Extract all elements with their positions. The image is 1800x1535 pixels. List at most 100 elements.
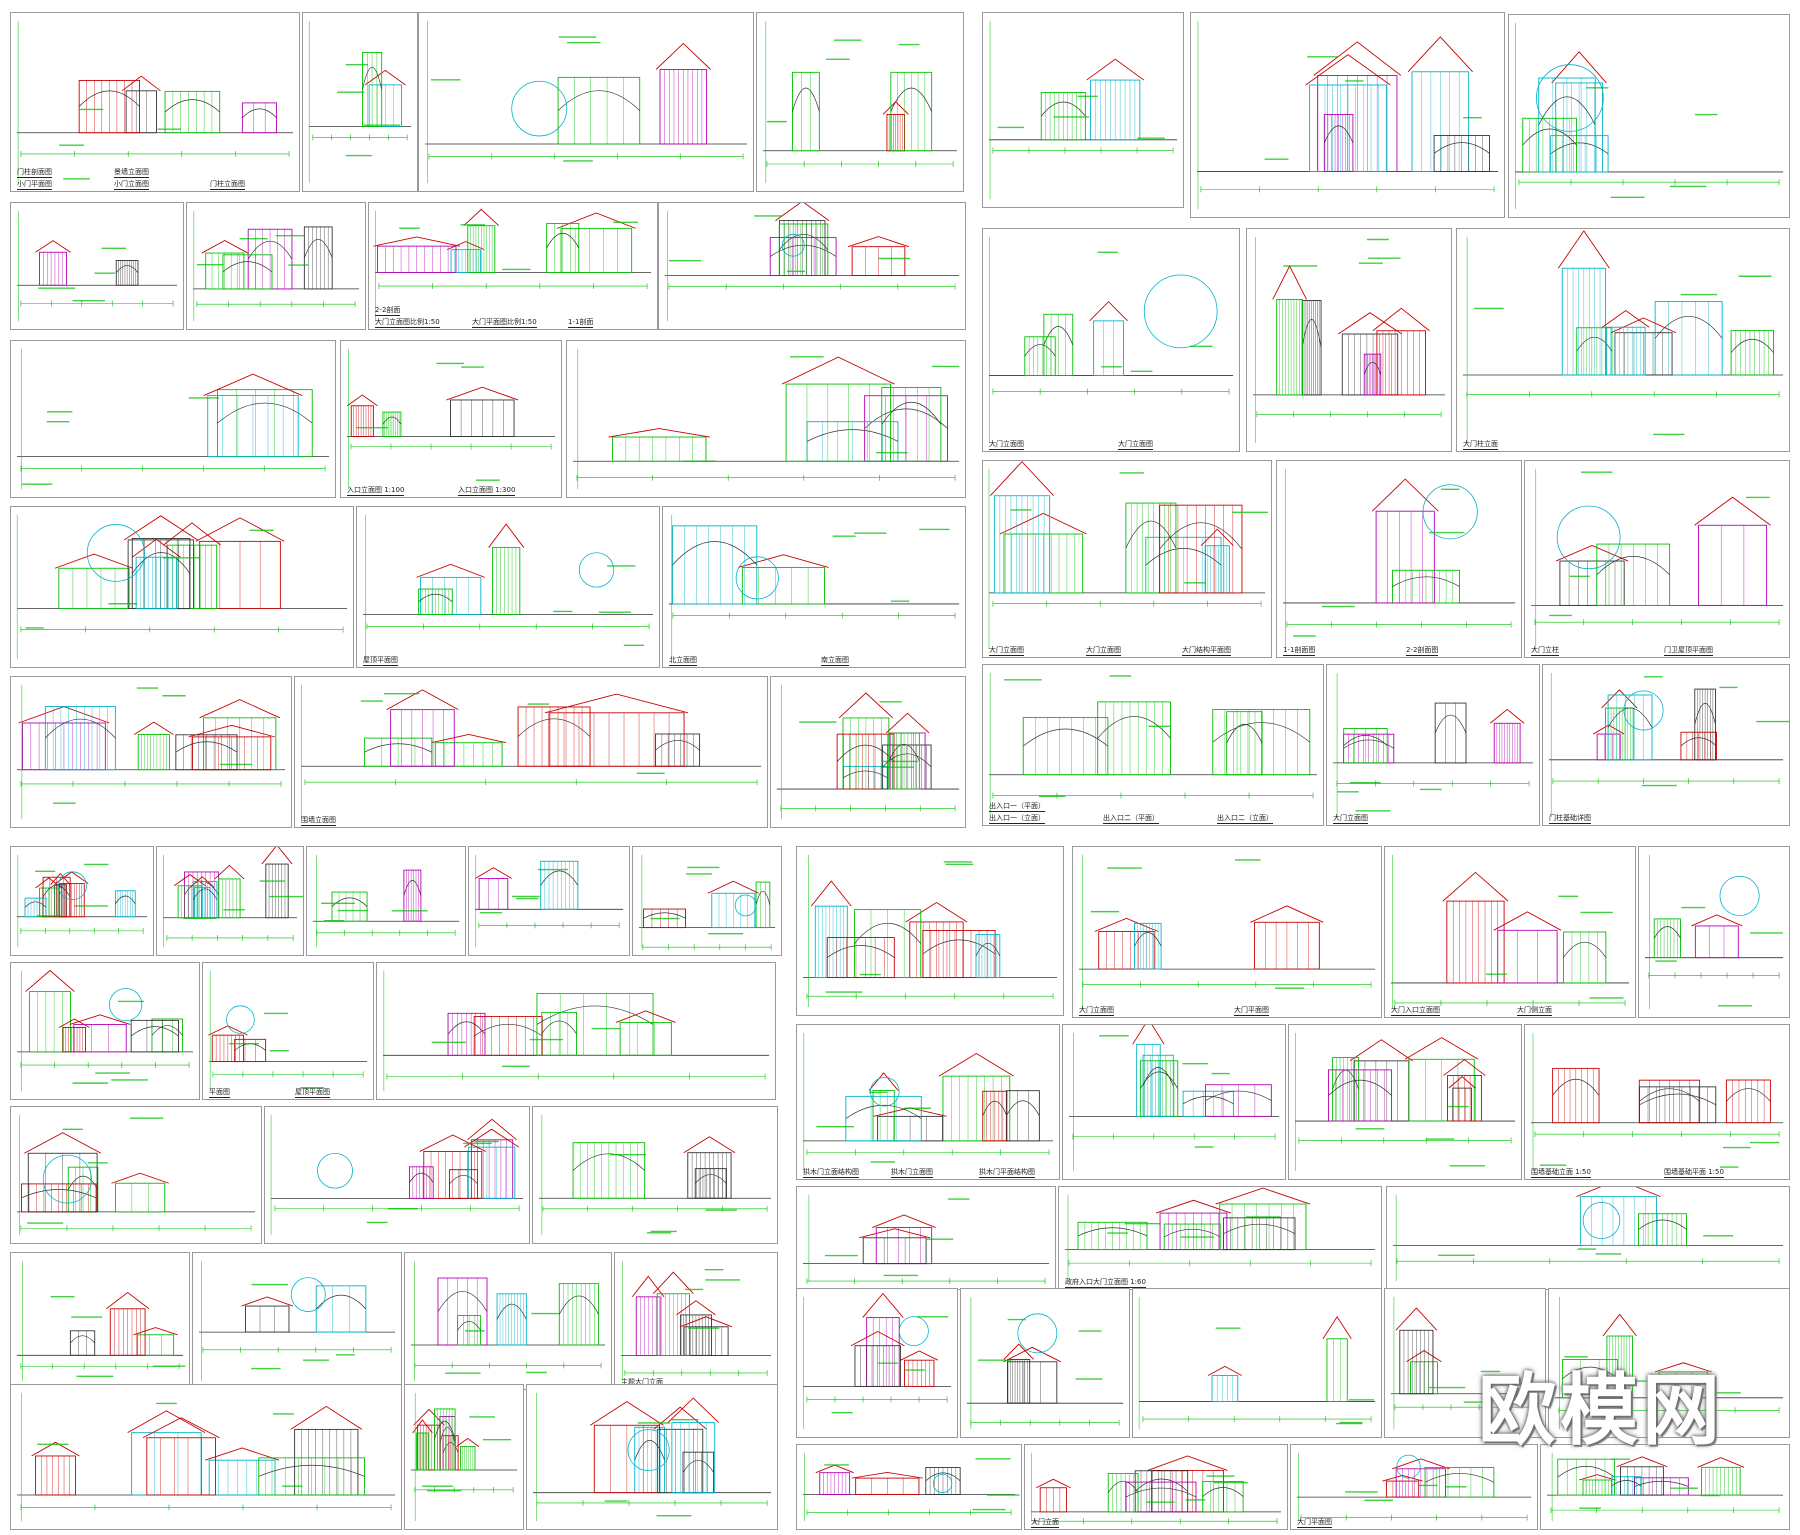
drawing-sheet-s57 — [960, 1288, 1130, 1438]
sheet-linework — [16, 1114, 256, 1236]
sheet-title-label: 门柱剖面图 — [17, 168, 52, 178]
drawing-sheet-s15: 大门立面图大门立面图 — [982, 228, 1240, 452]
sheet-linework — [192, 210, 360, 322]
sheet-title-label: 围墙立面图 — [301, 816, 336, 826]
sheet-title-label: 大门柱立面 — [1463, 440, 1498, 450]
drawing-sheet-s16 — [1246, 228, 1452, 452]
sheet-title-label: 大门立面图 — [989, 440, 1024, 450]
drawing-sheet-s39 — [10, 962, 200, 1100]
sheet-linework — [1078, 854, 1376, 1010]
drawing-sheet-s58 — [1132, 1288, 1382, 1438]
sheet-linework — [1548, 672, 1789, 818]
drawing-sheet-s62 — [404, 1384, 524, 1530]
sheet-title-label: 大门立面 — [1031, 1518, 1059, 1528]
sheet-linework — [776, 684, 960, 820]
sheet-linework — [802, 1292, 952, 1430]
drawing-sheet-s05 — [982, 12, 1184, 208]
sheet-linework — [362, 514, 654, 660]
sheet-title-label: 大门立面图 — [1086, 646, 1121, 656]
sheet-linework — [346, 348, 556, 490]
sheet-title-label: 围墙基础立面 1:50 — [1531, 1168, 1591, 1178]
sheet-title-label: 大门平面图 — [1297, 1518, 1332, 1528]
sheet-linework — [1296, 1452, 1532, 1522]
drawing-sheet-s40: 平面图屋顶平面图 — [202, 962, 374, 1100]
drawing-sheet-s41 — [376, 962, 776, 1100]
sheet-linework — [1546, 1452, 1784, 1522]
drawing-sheet-s45: 围墙基础立面 1:50 围墙基础平面 1:50 — [1524, 1024, 1790, 1180]
drawing-sheet-s60 — [1548, 1288, 1790, 1438]
sheet-title-label: 屋顶平面图 — [295, 1088, 330, 1098]
sheet-title-label: 大门立面图 — [1333, 814, 1368, 824]
drawing-sheet-s32 — [306, 846, 466, 956]
sheet-title-label: 门柱基础详图 — [1549, 814, 1591, 824]
drawing-sheet-s25: 围墙立面图 — [294, 676, 768, 828]
drawing-sheet-s54 — [404, 1252, 612, 1390]
sheet-linework — [1030, 1452, 1282, 1525]
sheet-linework — [16, 1260, 186, 1382]
sheet-title-label: 大门立面图 — [989, 646, 1024, 656]
sheet-linework — [802, 1452, 1020, 1522]
sheet-title-label: 2-2剖面 — [375, 306, 401, 316]
sheet-title-label: 屋顶平面图 — [363, 656, 398, 666]
sheet-title-label: 大门结构平面图 — [1182, 646, 1231, 656]
drawing-sheet-s28: 大门立面图 — [1326, 664, 1540, 826]
sheet-linework — [16, 969, 194, 1092]
sheet-linework — [1282, 468, 1516, 650]
drawing-sheet-s27: 出入口一（立面）出入口二（平面）出入口二（立面）出入口一（平面） — [982, 664, 1324, 826]
sheet-linework — [16, 684, 286, 820]
sheet-title-label: 拱木门立面结构图 — [803, 1168, 859, 1178]
sheet-title-label: 出入口二（平面） — [1103, 814, 1159, 824]
drawing-sheet-s01: 小门平面图小门立面图门柱立面图门柱剖面图景墙立面图 — [10, 12, 300, 192]
drawing-sheet-s46 — [10, 1106, 262, 1244]
drawing-sheet-s64 — [796, 1444, 1022, 1530]
drawing-sheet-s49 — [796, 1186, 1056, 1290]
drawing-sheet-s55: 主题大门立面 — [614, 1252, 778, 1390]
drawing-sheet-s19: 屋顶平面图 — [356, 506, 660, 668]
drawing-sheet-s08 — [10, 202, 184, 330]
sheet-linework — [16, 514, 348, 660]
sheet-title-label: 围墙基础平面 1:50 — [1664, 1168, 1724, 1178]
sheet-title-label: 拱木门平面结构图 — [979, 1168, 1035, 1178]
sheet-linework — [802, 854, 1058, 1008]
drawing-sheet-s12 — [10, 340, 336, 498]
sheet-title-label: 出入口一（平面） — [989, 802, 1045, 812]
sheet-linework — [373, 208, 652, 322]
drawing-sheet-s38 — [1638, 846, 1790, 1018]
sheet-linework — [1530, 1032, 1784, 1172]
sheet-linework — [532, 1392, 772, 1522]
sheet-title-label: 出入口二（立面） — [1217, 814, 1273, 824]
drawing-sheet-s04 — [756, 12, 964, 192]
sheet-linework — [664, 203, 960, 322]
sheet-linework — [270, 1114, 524, 1236]
sheet-title-label: 大门立面图比例1:50 — [375, 318, 440, 328]
sheet-linework — [308, 20, 412, 184]
drawing-sheet-s07 — [1508, 14, 1790, 218]
sheet-linework — [410, 1392, 518, 1522]
sheet-linework — [1392, 1187, 1784, 1282]
sheet-title-label: 大门立面图 — [1079, 1006, 1114, 1016]
drawing-sheet-s51 — [1386, 1186, 1790, 1290]
sheet-title-label: 北立面图 — [669, 656, 697, 666]
sheet-linework — [988, 672, 1318, 818]
sheet-title-label: 大门平面图 — [1234, 1006, 1269, 1016]
sheet-linework — [1462, 230, 1784, 444]
sheet-linework — [572, 348, 960, 490]
sheet-linework — [424, 20, 748, 184]
sheet-linework — [474, 854, 624, 948]
drawing-sheet-s37: 大门入口立面图大门侧立面 — [1384, 846, 1636, 1018]
drawing-sheet-s06 — [1190, 12, 1505, 218]
sheet-linework — [1196, 20, 1499, 210]
drawing-sheet-s17: 大门柱立面 — [1456, 228, 1790, 452]
sheet-linework — [1390, 854, 1630, 1010]
sheet-linework — [1644, 854, 1784, 1010]
sheet-title-label: 政府入口大门立面图 1:60 — [1065, 1278, 1146, 1288]
drawing-sheet-s42: 拱木门立面结构图拱木门立面图拱木门平面结构图 — [796, 1024, 1060, 1180]
sheet-title-label: 入口立面图 1:100 — [347, 486, 405, 496]
sheet-linework — [16, 1392, 396, 1522]
drawing-sheet-s36: 大门立面图 大门平面图 — [1072, 846, 1382, 1018]
drawing-sheet-s03 — [418, 12, 754, 192]
drawing-sheet-s09 — [186, 202, 366, 330]
sheet-linework — [988, 236, 1234, 444]
